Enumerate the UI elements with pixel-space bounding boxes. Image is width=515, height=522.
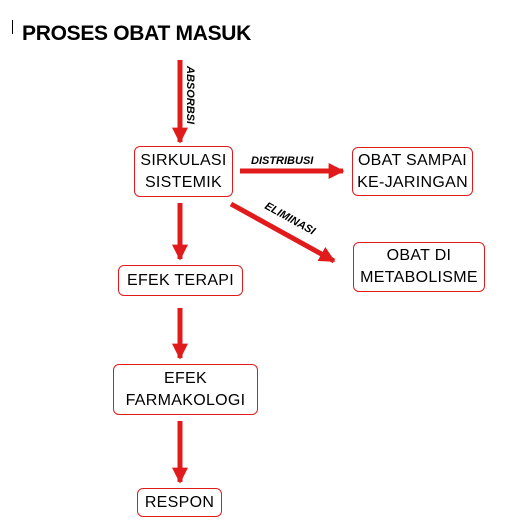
node-efek-terapi: EFEK TERAPI <box>118 265 243 296</box>
arrow-eliminasi <box>229 201 336 264</box>
edge-label-absorbsi: ABSORBSI <box>184 65 196 125</box>
node-efek-farmakologi: EFEK FARMAKOLOGI <box>113 364 258 415</box>
text-cursor-mark <box>12 20 13 34</box>
node-respon: RESPON <box>137 488 222 517</box>
node-sirkulasi-sistemik: SIRKULASI SISTEMIK <box>134 146 233 197</box>
node-obat-sampai-ke-jaringan: OBAT SAMPAI KE-JARINGAN <box>352 147 473 196</box>
node-obat-di-metabolisme: OBAT DI METABOLISME <box>353 242 485 292</box>
diagram-title: PROSES OBAT MASUK <box>22 22 252 45</box>
edge-label-eliminasi: ELIMINASI <box>263 200 318 238</box>
edge-label-distribusi: DISTRIBUSI <box>251 155 314 167</box>
